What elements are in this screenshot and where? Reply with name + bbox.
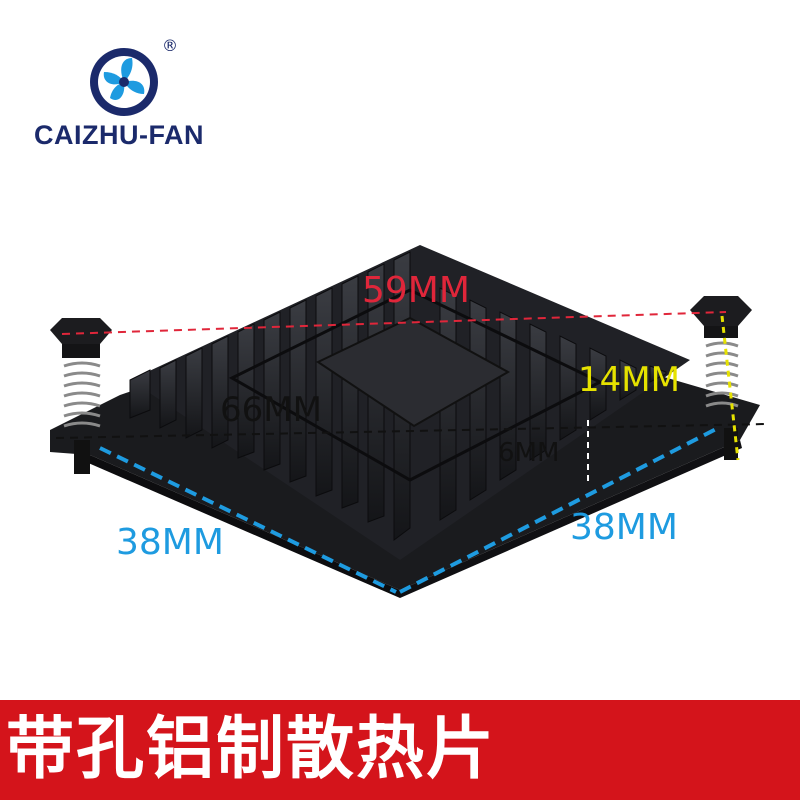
product-banner: 带孔铝制散热片 <box>0 700 800 800</box>
registered-mark: ® <box>162 36 178 55</box>
dimension-label-height: 14MM <box>578 360 680 400</box>
dimension-label-length: 59MM <box>362 270 470 311</box>
dim-line-38-left <box>99 446 397 594</box>
heatsink-illustration <box>50 245 767 598</box>
brand-name: CAIZHU-FAN <box>34 120 204 150</box>
dim-line-14 <box>720 315 740 461</box>
dim-line-38-right <box>399 426 719 594</box>
fin-block <box>129 245 690 560</box>
dimension-label-base-height: 6MM <box>498 438 560 468</box>
dimension-label-span: 66MM <box>220 390 322 430</box>
right-spring-screw <box>690 296 752 460</box>
fan-icon <box>90 48 158 116</box>
banner-title: 带孔铝制散热片 <box>6 710 497 789</box>
dimension-label-side-left: 38MM <box>116 522 224 563</box>
dimension-label-side-right: 38MM <box>570 507 678 548</box>
dim-line-66 <box>55 423 767 439</box>
dim-line-59 <box>61 311 727 335</box>
brand-logo: ® CAIZHU-FAN <box>34 36 224 166</box>
left-spring-screw <box>50 318 112 474</box>
